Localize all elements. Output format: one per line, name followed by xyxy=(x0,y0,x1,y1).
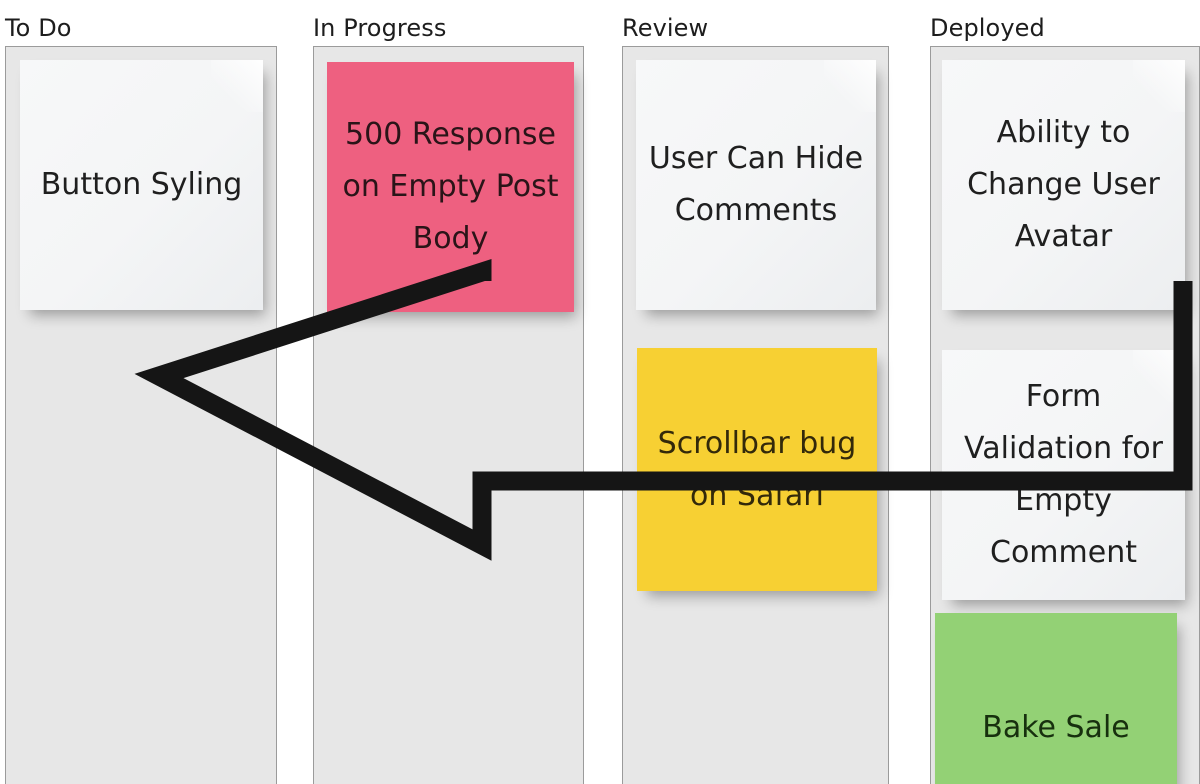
column-title-deployed: Deployed xyxy=(930,14,1045,42)
card-form-validation-empty-comment[interactable]: Form Validation for Empty Comment xyxy=(942,350,1185,600)
card-scrollbar-bug-safari[interactable]: Scrollbar bug on Safari xyxy=(637,348,877,591)
column-title-review: Review xyxy=(622,14,709,42)
card-text: Bake Sale xyxy=(982,710,1130,745)
card-text: Scrollbar bug on Safari xyxy=(657,425,857,513)
card-text: User Can Hide Comments xyxy=(648,141,864,228)
card-500-response[interactable]: 500 Response on Empty Post Body xyxy=(327,62,574,312)
card-bake-sale[interactable]: Bake Sale xyxy=(935,613,1177,784)
card-button-syling[interactable]: Button Syling xyxy=(20,60,263,310)
card-text: Form Validation for Empty Comment xyxy=(964,379,1163,570)
card-text: Button Syling xyxy=(40,167,243,202)
card-ability-to-change-user-avatar[interactable]: Ability to Change User Avatar xyxy=(942,60,1185,310)
column-title-in-progress: In Progress xyxy=(313,14,447,42)
card-text: 500 Response on Empty Post Body xyxy=(342,117,559,256)
card-user-can-hide-comments[interactable]: User Can Hide Comments xyxy=(636,60,876,310)
card-text: Ability to Change User Avatar xyxy=(967,115,1160,254)
column-title-todo: To Do xyxy=(5,14,72,42)
